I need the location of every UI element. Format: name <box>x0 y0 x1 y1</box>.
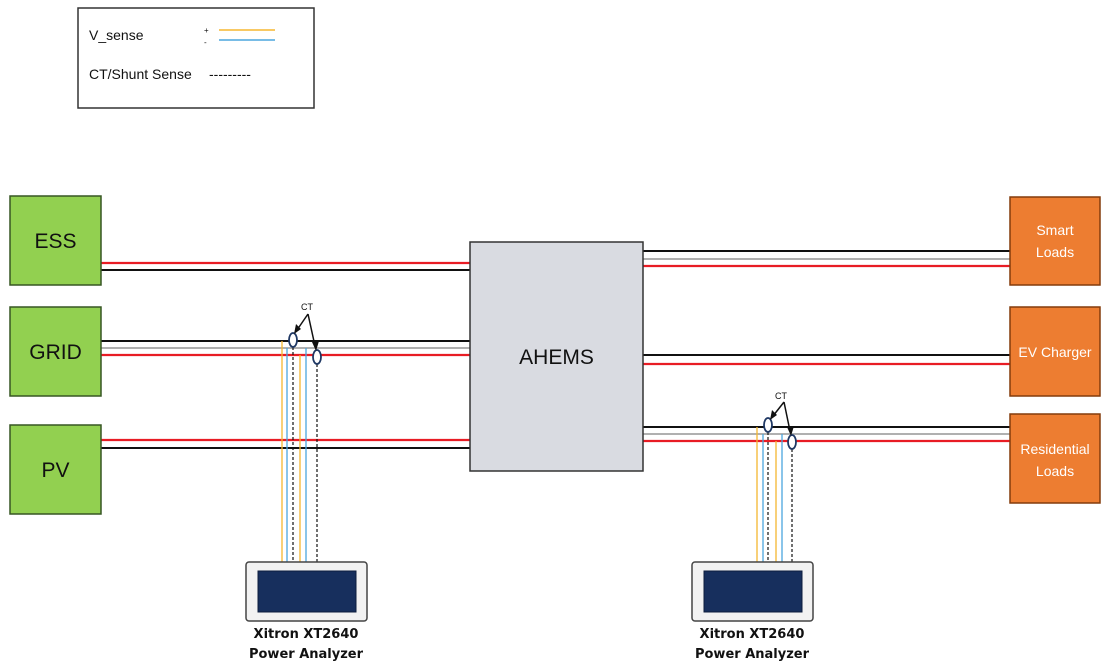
pv-box <box>9 424 102 515</box>
smart-loads-label-line1: Smart <box>1036 222 1073 238</box>
legend-v-sense-label: V_sense <box>89 27 144 43</box>
left-ct-sensor-2 <box>312 349 322 365</box>
ahems-label: AHEMS <box>519 346 594 369</box>
legend-ct-dashes: --------- <box>209 66 251 82</box>
right-ct-label: CT <box>775 391 787 401</box>
load-smart: Smart Loads <box>1009 196 1101 286</box>
legend: V_sense + - CT/Shunt Sense --------- <box>77 7 315 109</box>
right-ct-sensor-2 <box>787 434 797 450</box>
right-ct-arrowhead-2 <box>787 426 794 436</box>
power-analyzer-right: Xitron XT2640 Power Analyzer <box>691 561 814 662</box>
residential-loads-label-line2: Loads <box>1036 463 1074 479</box>
ahems-box <box>469 241 644 472</box>
left-ct-pointer-2 <box>307 313 316 347</box>
source-ess: ESS <box>9 195 102 286</box>
source-lines <box>101 261 470 449</box>
ev-charger-box <box>1009 306 1101 397</box>
analyzer-right-label-line2: Power Analyzer <box>695 647 810 662</box>
left-ct-arrowhead-2 <box>312 341 319 351</box>
grid-box <box>9 306 102 397</box>
source-pv: PV <box>9 424 102 515</box>
residential-loads-box <box>1009 413 1101 504</box>
smart-loads-box <box>1009 196 1101 286</box>
analyzer-left-label-line2: Power Analyzer <box>249 647 364 662</box>
right-ct-arrowhead-1 <box>770 410 777 420</box>
legend-plus-sign: + <box>204 26 209 35</box>
load-residential: Residential Loads <box>1009 413 1101 504</box>
analyzer-right-label-line1: Xitron XT2640 <box>700 627 805 642</box>
pv-label: PV <box>41 459 69 482</box>
analyzer-left-label-line1: Xitron XT2640 <box>254 627 359 642</box>
left-ct-sensor-1 <box>288 332 298 348</box>
right-ct-pointer-2 <box>783 401 791 432</box>
right-ct-sensor-1 <box>763 417 773 433</box>
analyzer-left-screen <box>257 570 357 613</box>
left-ct-arrowhead-1 <box>294 324 301 334</box>
ev-charger-label: EV Charger <box>1018 344 1091 360</box>
ess-label: ESS <box>34 230 76 253</box>
left-ct-label: CT <box>301 302 313 312</box>
grid-label: GRID <box>29 341 82 364</box>
legend-ct-label: CT/Shunt Sense <box>89 66 192 82</box>
power-analyzer-left: Xitron XT2640 Power Analyzer <box>245 561 368 662</box>
right-sense-wires: CT <box>756 391 797 562</box>
ahems-controller: AHEMS <box>469 241 644 472</box>
residential-loads-label-line1: Residential <box>1020 441 1089 457</box>
load-lines <box>643 250 1010 443</box>
source-grid: GRID <box>9 306 102 397</box>
ess-box <box>9 195 102 286</box>
smart-loads-label-line2: Loads <box>1036 244 1074 260</box>
legend-minus-sign: - <box>204 38 207 47</box>
analyzer-right-screen <box>703 570 803 613</box>
left-sense-wires: CT <box>281 302 322 562</box>
legend-box <box>77 7 315 109</box>
load-ev: EV Charger <box>1009 306 1101 397</box>
